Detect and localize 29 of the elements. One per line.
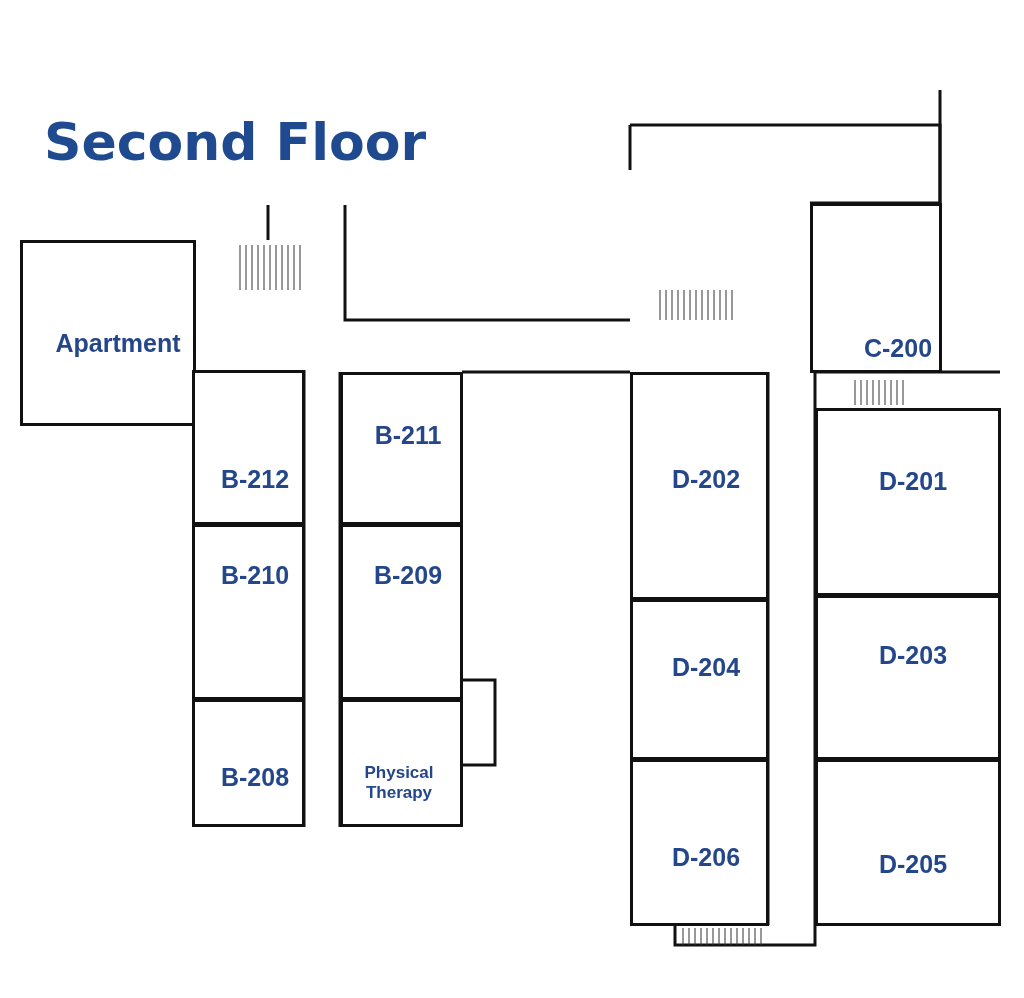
room-outline	[815, 595, 1001, 760]
room-label: D-204	[671, 652, 741, 682]
room-label: D-201	[878, 466, 948, 496]
room-outline	[20, 240, 196, 426]
room-outline	[630, 759, 769, 926]
room-label: B-210	[220, 560, 290, 590]
room-label: B-208	[220, 762, 290, 792]
room-outline	[340, 699, 463, 827]
room-outline	[815, 759, 1001, 926]
room-label: C-200	[863, 333, 933, 363]
room-outline	[340, 372, 463, 525]
room-label: D-205	[878, 849, 948, 879]
room-label: D-206	[671, 842, 741, 872]
room-label: B-211	[374, 420, 442, 450]
room-label: Apartment	[55, 328, 181, 358]
room-outline	[192, 524, 305, 700]
room-outline	[815, 408, 1001, 596]
room-label: B-209	[373, 560, 443, 590]
room-outline	[630, 599, 769, 760]
room-outline	[192, 370, 305, 525]
room-label: D-202	[671, 464, 741, 494]
room-outline	[192, 699, 305, 827]
room-outline	[340, 524, 463, 700]
room-outline	[810, 203, 942, 373]
floor-title: Second Floor	[44, 112, 427, 172]
room-label: D-203	[878, 640, 948, 670]
room-label: Physical Therapy	[363, 763, 435, 803]
room-outline	[630, 372, 769, 600]
room-label: B-212	[220, 464, 290, 494]
